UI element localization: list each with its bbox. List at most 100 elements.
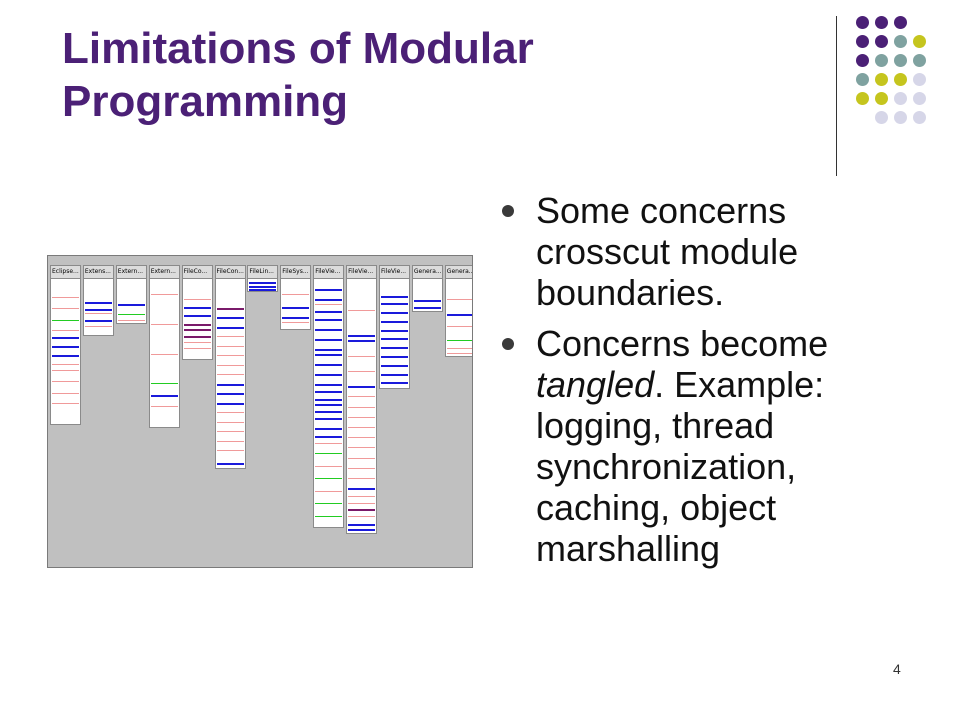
- bullet-item: Concerns become tangled. Example: loggin…: [502, 323, 922, 569]
- figure-column: FileVie...: [313, 265, 345, 528]
- figure-mark: [52, 393, 79, 394]
- decor-dot: [856, 92, 869, 105]
- figure-mark: [150, 383, 178, 384]
- figure-mark: [446, 314, 472, 316]
- figure-mark: [216, 412, 244, 413]
- figure-mark: [315, 399, 343, 401]
- figure-mark: [282, 317, 310, 319]
- figure-mark: [315, 491, 343, 492]
- figure-mark: [315, 319, 343, 321]
- figure-mark: [446, 326, 472, 327]
- figure-mark: [348, 417, 376, 418]
- slide-title-line-1: Limitations of Modular: [62, 24, 534, 73]
- figure-mark: [348, 496, 376, 497]
- figure-column: FileVie...: [379, 265, 410, 389]
- decor-dot: [913, 92, 926, 105]
- figure-mark: [315, 374, 343, 376]
- figure-mark: [381, 296, 408, 298]
- figure-column: Extern...: [115, 265, 147, 324]
- figure-mark: [282, 307, 310, 309]
- bullet-dot-icon: [502, 205, 514, 217]
- figure-mark: [315, 354, 343, 356]
- figure-mark: [315, 311, 343, 313]
- figure-mark: [216, 441, 244, 442]
- figure-mark: [52, 355, 79, 357]
- figure-column-header: FileLin...: [248, 266, 278, 279]
- figure-mark: [183, 336, 211, 338]
- figure-mark: [183, 315, 211, 317]
- figure-mark: [381, 382, 408, 384]
- figure-mark: [150, 324, 178, 325]
- figure-mark: [117, 314, 145, 315]
- figure-mark: [249, 282, 277, 284]
- figure-mark: [348, 335, 376, 337]
- figure-mark: [216, 346, 244, 347]
- figure-mark: [348, 386, 376, 388]
- figure-mark: [348, 437, 376, 438]
- figure-mark: [150, 294, 178, 295]
- decor-dot: [856, 73, 869, 86]
- figure-mark: [315, 289, 343, 291]
- figure-mark: [216, 336, 244, 337]
- figure-mark: [315, 299, 343, 301]
- figure-mark: [216, 422, 244, 423]
- figure-mark: [216, 327, 244, 329]
- decor-dot: [894, 73, 907, 86]
- decorative-vertical-divider: [836, 16, 837, 176]
- figure-mark: [381, 374, 408, 376]
- bullet-dot-icon: [502, 338, 514, 350]
- decor-dot: [894, 54, 907, 67]
- bullet-item: Some concerns crosscut module boundaries…: [502, 190, 922, 313]
- figure-column-header: Extens...: [83, 266, 113, 279]
- figure-mark: [315, 411, 343, 413]
- figure-mark: [315, 329, 343, 331]
- figure-mark: [348, 509, 376, 511]
- figure-mark: [84, 326, 112, 327]
- decor-dot: [875, 54, 888, 67]
- figure-mark: [348, 458, 376, 459]
- decor-dot: [875, 92, 888, 105]
- figure-mark: [52, 364, 79, 365]
- figure-mark: [216, 355, 244, 356]
- figure-mark: [84, 302, 112, 304]
- figure-column-header: FileCo...: [182, 266, 212, 279]
- decor-dot: [875, 111, 888, 124]
- figure-mark: [52, 308, 79, 309]
- figure-mark: [348, 340, 376, 342]
- bullet-text: Some concerns crosscut module boundaries…: [536, 190, 799, 313]
- figure-mark: [315, 453, 343, 454]
- figure-mark: [183, 299, 211, 300]
- figure-mark: [216, 403, 244, 405]
- figure-mark: [348, 310, 376, 311]
- figure-mark: [315, 503, 343, 504]
- figure-mark: [216, 384, 244, 386]
- decor-dot: [856, 35, 869, 48]
- figure-mark: [348, 371, 376, 372]
- figure-column: FileVie...: [346, 265, 378, 534]
- figure-column-header: Extern...: [149, 266, 179, 279]
- decor-dot: [913, 73, 926, 86]
- figure-mark: [315, 478, 343, 479]
- figure-mark: [348, 488, 376, 490]
- figure-mark: [52, 330, 79, 331]
- figure-column: Genera...: [411, 265, 443, 312]
- figure-mark: [117, 304, 145, 306]
- bullet-text: tangled: [536, 364, 655, 405]
- figure-mark: [52, 320, 79, 321]
- decor-dot: [894, 92, 907, 105]
- figure-mark: [150, 354, 178, 355]
- figure-mark: [183, 348, 211, 349]
- figure-mark: [183, 324, 211, 326]
- figure-mark: [315, 436, 343, 438]
- figure-column: FileCon...: [214, 265, 246, 469]
- figure-mark: [413, 307, 441, 309]
- figure-mark: [348, 503, 376, 504]
- figure-column: FileLin...: [247, 265, 279, 292]
- figure-mark: [216, 450, 244, 451]
- figure-mark: [315, 304, 343, 305]
- figure-column-header: FileSys...: [281, 266, 311, 279]
- decor-dot: [856, 16, 869, 29]
- figure-mark: [315, 391, 343, 393]
- decor-dot: [875, 16, 888, 29]
- figure-mark: [381, 356, 408, 358]
